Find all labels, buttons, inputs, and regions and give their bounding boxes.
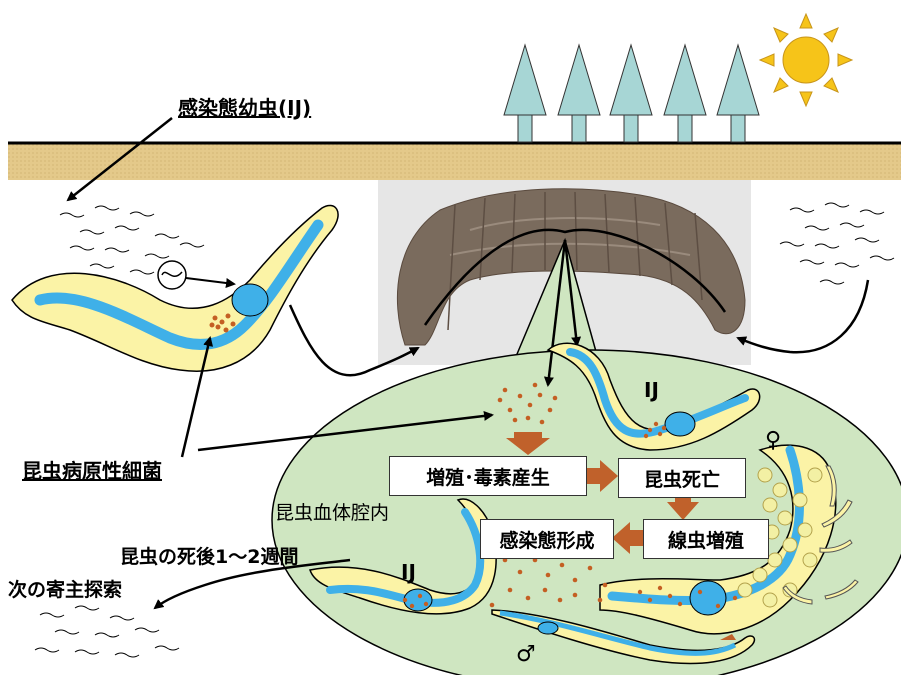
label-bacteria: 昆虫病原性細菌 [22, 455, 162, 484]
arrow-circle-to-bulb [186, 278, 234, 284]
label-ij-inner-top: IJ [644, 378, 659, 402]
label-next-host: 次の寄主探索 [8, 575, 122, 602]
box-nematode-growth: 線虫増殖 [643, 519, 769, 559]
arrow-swarm-to-larva [738, 280, 868, 352]
ij-swarm-right [780, 203, 894, 284]
label-ij-top: 感染態幼虫(IJ) [178, 92, 311, 121]
ij-swarm-bottom [35, 606, 179, 657]
ij-nematode-topleft [12, 205, 338, 371]
soil-layer [8, 143, 901, 180]
male-symbol: ♂ [516, 642, 536, 667]
label-hemocoel: 昆虫血体腔内 [275, 498, 389, 525]
box-ij-formation: 感染態形成 [480, 519, 614, 559]
female-symbol: ♀ [765, 428, 781, 453]
box-insect-death: 昆虫死亡 [618, 458, 746, 498]
sun-icon [760, 14, 852, 106]
label-ij-inner-left: IJ [401, 560, 416, 584]
box-proliferation: 増殖･毒素産生 [389, 456, 587, 496]
label-after-death: 昆虫の死後1～2週間 [120, 542, 298, 569]
ij-swarm-left [60, 206, 204, 274]
tree-icon [504, 45, 759, 142]
